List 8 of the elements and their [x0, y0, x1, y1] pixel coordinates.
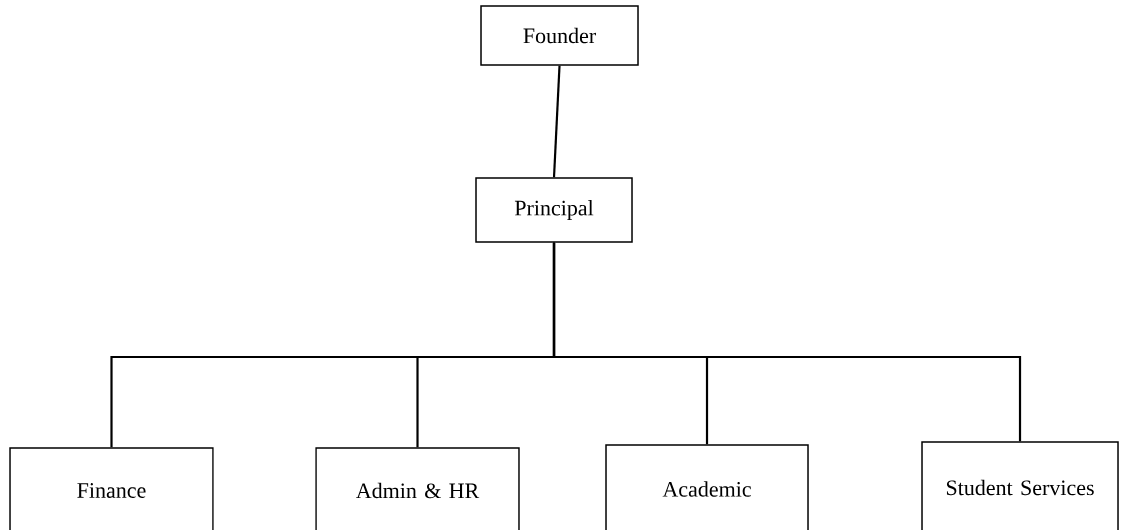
org-box: Student Services — [921, 441, 1119, 530]
org-box: Principal — [475, 177, 633, 243]
org-box: Admin & HR — [315, 447, 520, 530]
org-box: Founder — [480, 5, 639, 66]
connector-line — [552, 242, 1022, 442]
connector-line — [552, 65, 561, 178]
org-box: Finance — [9, 447, 214, 530]
org-box: Academic — [605, 444, 809, 530]
